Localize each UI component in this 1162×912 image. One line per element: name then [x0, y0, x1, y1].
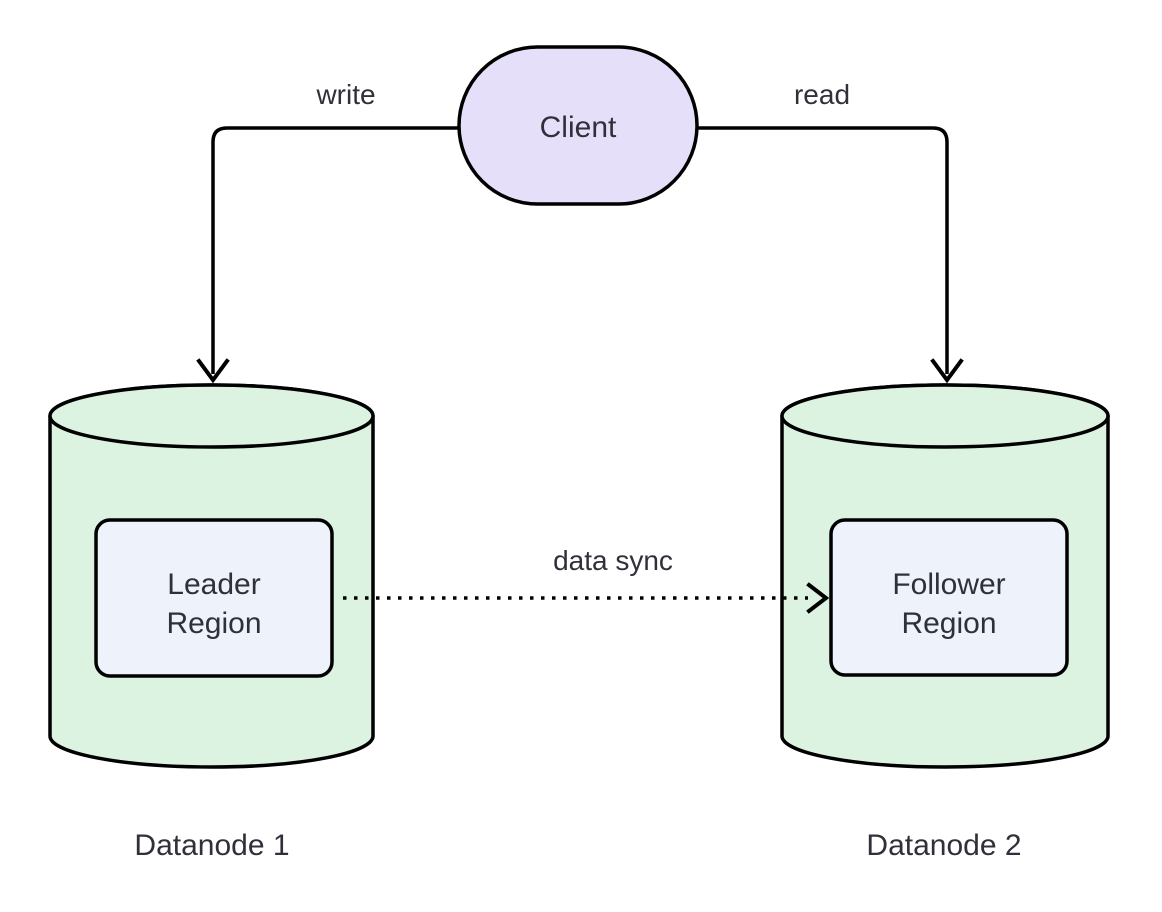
follower-region-box: [829, 518, 1069, 677]
write-edge-label: write: [315, 79, 375, 110]
follower-region-label-line2: Region: [901, 607, 996, 640]
write-edge: [211, 126, 459, 374]
datanode2-cylinder-top: [780, 383, 1110, 449]
follower-region-label-line1: Follower: [892, 568, 1005, 601]
data-sync-edge-label: data sync: [553, 545, 673, 576]
datanode1-cylinder-top: [48, 383, 375, 449]
datanode1-caption: Datanode 1: [134, 829, 289, 862]
data-sync-arrowhead-icon: [806, 582, 830, 614]
client-label: Client: [540, 111, 617, 144]
read-edge: [697, 126, 949, 374]
read-edge-label: read: [794, 79, 850, 110]
read-arrowhead-icon: [930, 358, 964, 384]
leader-region-box: [94, 518, 334, 678]
leader-region-label-line2: Region: [166, 607, 261, 640]
client-node: [457, 45, 699, 206]
leader-region-label-line1: Leader: [167, 568, 260, 601]
datanode2-caption: Datanode 2: [866, 829, 1021, 862]
write-arrowhead-icon: [196, 358, 230, 384]
